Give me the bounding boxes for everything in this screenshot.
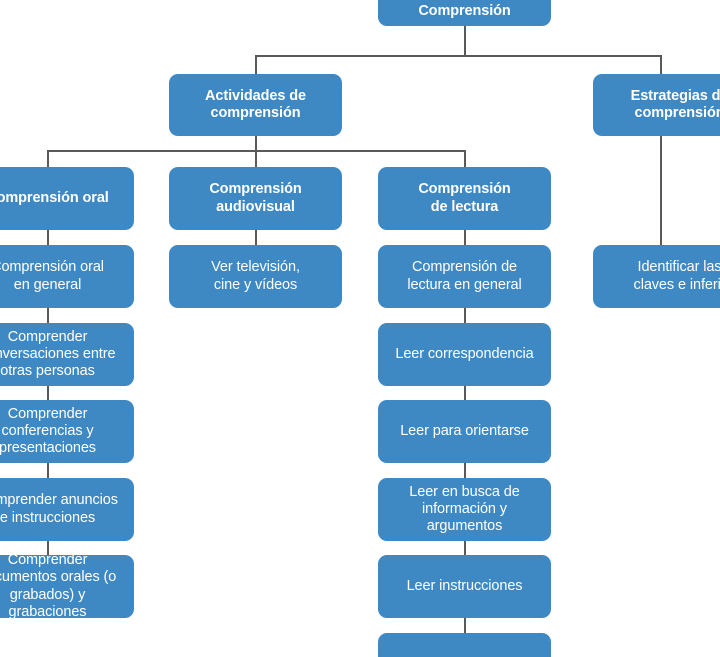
node-lectura-item-6[interactable] (378, 633, 551, 657)
connector-lectura-chain (464, 308, 466, 323)
connector-oral-chain (47, 540, 49, 555)
node-lectura-item-2[interactable]: Leer correspondencia (378, 323, 551, 386)
connector-level2-bus (47, 150, 465, 152)
node-label: Leer correspondencia (395, 345, 534, 362)
node-lectura-item-1[interactable]: Comprensión de lectura en general (378, 245, 551, 308)
node-lectura-item-4[interactable]: Leer en busca de información y argumento… (378, 478, 551, 541)
connector-level1-bus (255, 55, 661, 57)
node-label: Comprensión (418, 2, 511, 19)
node-oral-item-5[interactable]: Comprender documentos orales (o grabados… (0, 552, 134, 620)
node-label: Identificar las claves e inferir (633, 259, 720, 293)
node-label: Estrategias de comprensión (630, 87, 720, 121)
node-comprension-de-lectura[interactable]: Comprensión de lectura (378, 167, 551, 230)
node-label: Comprensión oral (0, 189, 109, 206)
node-root-comprension[interactable]: Comprensión (378, 0, 551, 26)
connector-lectura-chain (464, 463, 466, 478)
node-label: Leer instrucciones (406, 577, 523, 594)
connector-to-actividades (255, 55, 257, 74)
connector-lectura-chain (464, 230, 466, 245)
node-actividades-de-comprension[interactable]: Actividades de comprensión (169, 74, 342, 136)
node-audiovisual-item-1[interactable]: Ver televisión, cine y vídeos (169, 245, 342, 308)
node-oral-item-1[interactable]: Comprensión oral en general (0, 245, 134, 308)
connector-lectura-chain (464, 540, 466, 555)
node-comprension-oral[interactable]: Comprensión oral (0, 167, 134, 230)
node-label: Actividades de comprensión (205, 87, 306, 121)
connector-to-estrategias (660, 55, 662, 74)
node-label: Leer para orientarse (400, 422, 529, 439)
connector-audiovisual-chain (255, 230, 257, 245)
connector-lectura-chain (464, 385, 466, 400)
connector-oral-chain (47, 385, 49, 400)
connector-oral-chain (47, 463, 49, 478)
node-estrategias-de-comprension[interactable]: Estrategias de comprensión (593, 74, 720, 136)
node-label: Comprensión audiovisual (209, 181, 302, 215)
node-label: Comprensión de lectura (418, 181, 511, 215)
node-oral-item-3[interactable]: Comprender conferencias y presentaciones (0, 400, 134, 463)
node-label: Leer en busca de información y argumento… (409, 483, 520, 535)
connector-root-stem (464, 26, 466, 56)
node-label: Comprensión de lectura en general (407, 259, 522, 293)
connector-oral-chain (47, 308, 49, 323)
node-label: Ver televisión, cine y vídeos (211, 259, 300, 293)
node-label: Comprender documentos orales (o grabados… (0, 552, 117, 620)
node-label: Comprender anuncios e instrucciones (0, 492, 118, 526)
connector-lectura-chain (464, 618, 466, 633)
node-estrategias-item-1[interactable]: Identificar las claves e inferir (593, 245, 720, 308)
node-oral-item-4[interactable]: Comprender anuncios e instrucciones (0, 478, 134, 541)
node-label: Comprender conversaciones entre otras pe… (0, 328, 116, 380)
connector-to-oral (47, 150, 49, 167)
connector-to-lectura (464, 150, 466, 167)
node-comprension-audiovisual[interactable]: Comprensión audiovisual (169, 167, 342, 230)
connector-estrategias-chain (660, 136, 662, 245)
node-label: Comprender conferencias y presentaciones (0, 405, 96, 457)
node-lectura-item-5[interactable]: Leer instrucciones (378, 555, 551, 618)
node-oral-item-2[interactable]: Comprender conversaciones entre otras pe… (0, 323, 134, 386)
node-lectura-item-3[interactable]: Leer para orientarse (378, 400, 551, 463)
connector-oral-chain (47, 230, 49, 245)
node-label: Comprensión oral en general (0, 259, 104, 293)
